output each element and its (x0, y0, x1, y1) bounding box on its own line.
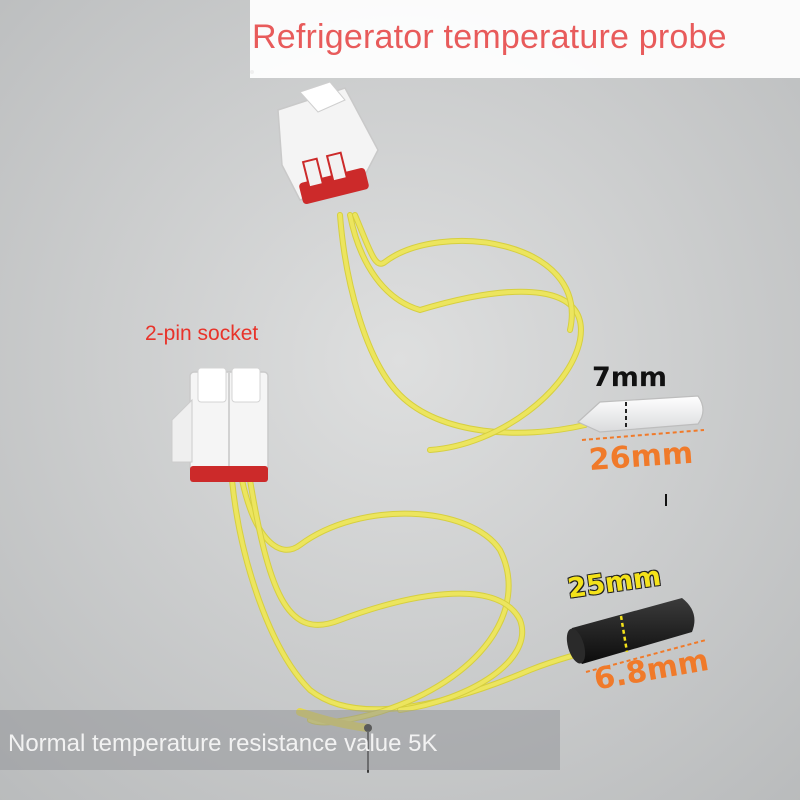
upper-connector (277, 81, 379, 205)
lower-wire-pair (229, 477, 593, 773)
caption-band (0, 710, 560, 770)
black-probe (566, 598, 707, 673)
title-band (250, 0, 800, 78)
upper-wire-pair (337, 212, 588, 453)
white-probe-length-label: 26mm (587, 435, 695, 478)
white-probe (576, 395, 705, 441)
white-probe-diameter-label: 7mm (592, 362, 668, 393)
socket-label: 2-pin socket (145, 322, 259, 345)
lower-connector (171, 367, 269, 482)
resistance-caption: Normal temperature resistance value 5K (8, 730, 438, 757)
product-title: Refrigerator temperature probe (252, 18, 727, 56)
